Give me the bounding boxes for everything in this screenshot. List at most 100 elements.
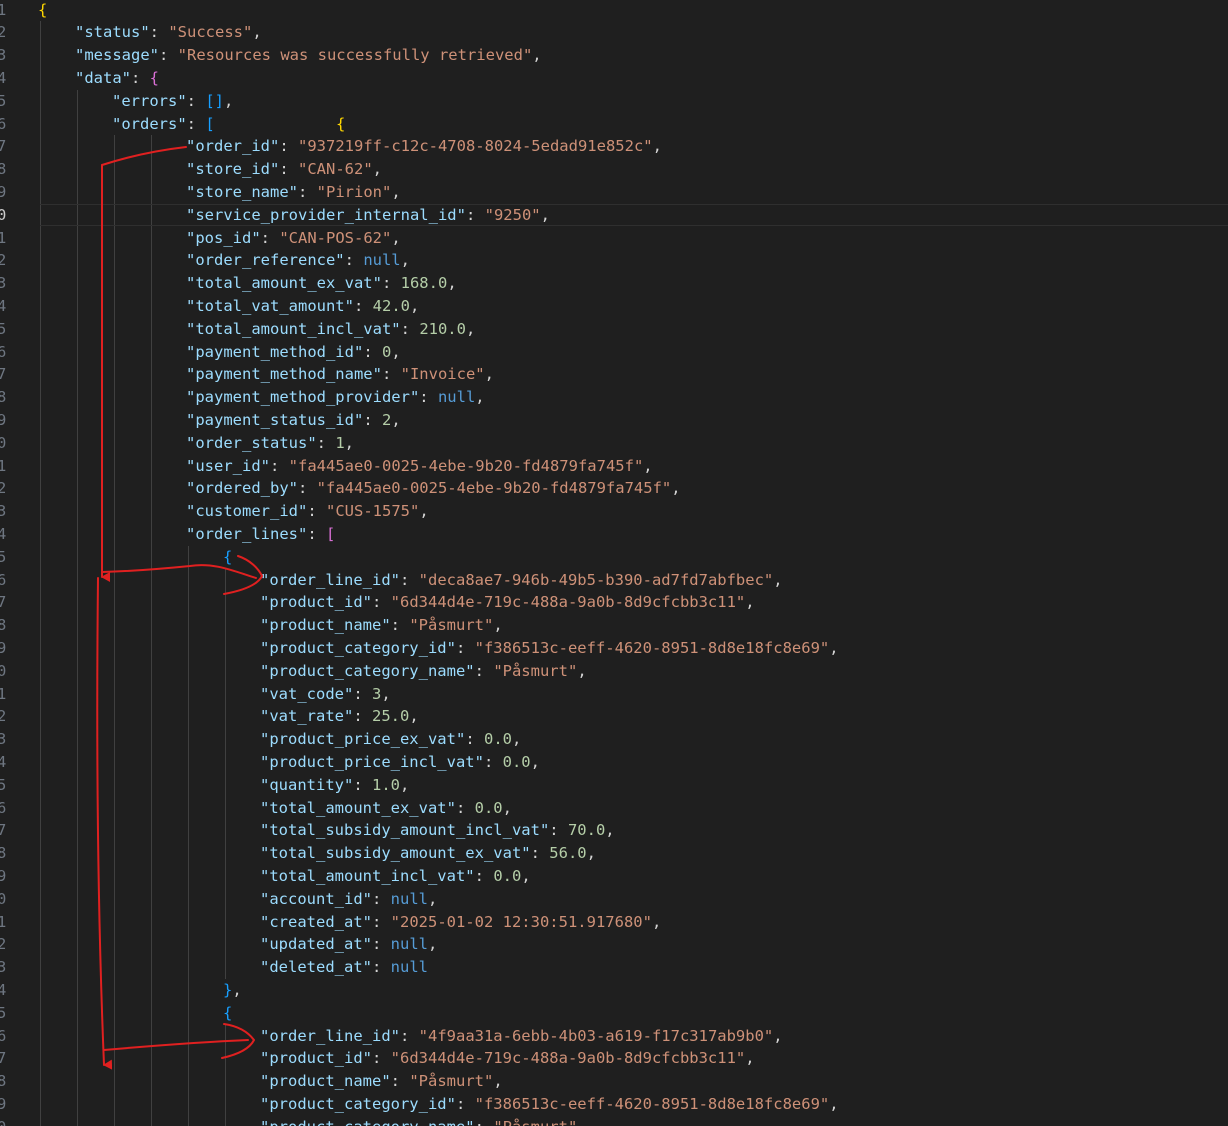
code-token: , [651,912,662,931]
code-token: 2 [381,410,392,429]
code-token: { [223,547,233,566]
code-token: "CUS-1575" [326,502,420,521]
code-token: null [390,889,428,908]
line-number: 5 [0,319,7,338]
code-line[interactable]: 2"order_reference": null, [0,249,1228,272]
code-line[interactable]: 2"vat_rate": 25.0, [0,705,1228,728]
code-text: "product_category_id": "f386513c-eeff-46… [260,637,839,660]
code-line[interactable]: 6"order_line_id": "4f9aa31a-6ebb-4b03-a6… [0,1025,1228,1048]
code-line[interactable]: 8"product_name": "Påsmurt", [0,614,1228,637]
code-line[interactable]: 6"payment_method_id": 0, [0,341,1228,364]
code-line[interactable]: 4"product_price_incl_vat": 0.0, [0,751,1228,774]
code-line[interactable]: 3"customer_id": "CUS-1575", [0,500,1228,523]
code-token: , [427,889,438,908]
code-text: "payment_method_provider": null, [186,386,485,409]
code-text: "product_category_name": "Påsmurt" [260,1116,577,1126]
code-line[interactable]: 2"ordered_by": "fa445ae0-0025-4ebe-9b20-… [0,477,1228,500]
code-line[interactable]: 7"payment_method_name": "Invoice", [0,363,1228,386]
code-token: null [390,935,428,954]
indent-guide [114,135,115,1126]
code-line[interactable]: 2"updated_at": null, [0,933,1228,956]
line-number: 8 [0,388,7,407]
code-line[interactable]: 7"product_id": "6d344d4e-719c-488a-9a0b-… [0,591,1228,614]
code-line[interactable]: 8"total_subsidy_amount_ex_vat": 56.0, [0,842,1228,865]
code-token: "user_id" [186,456,270,475]
code-line[interactable]: 9"payment_status_id": 2, [0,409,1228,432]
line-number: 9 [0,866,7,885]
code-line[interactable]: 0"product_category_name": "Påsmurt", [0,660,1228,683]
code-text: "pos_id": "CAN-POS-62", [186,227,401,250]
code-line[interactable]: 9"total_amount_incl_vat": 0.0, [0,865,1228,888]
code-text: "orders": [ { [112,113,345,136]
code-line[interactable]: 3"deleted_at": null [0,956,1228,979]
code-line[interactable]: 0"account_id": null, [0,888,1228,911]
code-token: , [829,1094,839,1113]
code-line[interactable]: 9"product_category_id": "f386513c-eeff-4… [0,1093,1228,1116]
code-token: "created_at" [260,912,372,931]
code-line[interactable]: 3"total_amount_ex_vat": 168.0, [0,272,1228,295]
code-line[interactable]: 6"orders": [ { [0,113,1228,136]
code-line[interactable]: 5"quantity": 1.0, [0,774,1228,797]
code-line[interactable]: 1 "pos_id": "CAN-POS-62", [0,227,1228,250]
code-token: null [390,958,428,977]
code-line[interactable]: 6"total_amount_ex_vat": 0.0, [0,797,1228,820]
code-line[interactable]: 5"errors": [], [0,90,1228,113]
code-token: , [419,502,429,521]
code-line[interactable]: 0"service_provider_internal_id": "9250", [0,203,1228,227]
code-line[interactable]: 9"product_category_id": "f386513c-eeff-4… [0,637,1228,660]
code-token: : [399,570,419,589]
code-text: "payment_status_id": 2, [186,409,401,432]
code-line[interactable]: 9"store_name": "Pirion", [0,181,1228,204]
code-token: : [371,912,391,931]
code-text: "total_amount_incl_vat": 210.0, [186,318,475,341]
code-line[interactable]: 3"message": "Resources was successfully … [0,44,1228,67]
code-line[interactable]: 1{ [0,0,1228,21]
code-line[interactable]: 8"store_id": "CAN-62", [0,158,1228,181]
code-line[interactable]: 6"order_line_id": "deca8ae7-946b-49b5-b3… [0,569,1228,592]
code-line[interactable]: 5{ [0,1002,1228,1025]
code-token: , [773,570,783,589]
code-token: "2025-01-02 12:30:51.917680" [390,912,652,931]
code-token: "product_category_id" [260,638,456,657]
code-line[interactable]: 3"product_price_ex_vat": 0.0, [0,728,1228,751]
code-line[interactable]: 5{ [0,546,1228,569]
code-token: "pos_id" [186,228,261,247]
code-line[interactable]: 4"total_vat_amount": 42.0, [0,295,1228,318]
code-line[interactable]: 1"created_at": "2025-01-02 12:30:51.9176… [0,911,1228,934]
code-line[interactable]: 7"order_id": "937219ff-c12c-4708-8024-5e… [0,135,1228,158]
code-text: "created_at": "2025-01-02 12:30:51.91768… [260,911,661,934]
code-line[interactable]: 4}, [0,979,1228,1002]
code-token: , [532,46,542,65]
code-token: 0.0 [493,866,522,885]
code-token: "CAN-POS-62" [279,228,392,247]
code-text: "quantity": 1.0, [260,774,409,797]
line-number: 8 [0,160,7,179]
line-number: 1 [0,228,7,247]
code-token: : [344,251,364,270]
line-number: 6 [0,1026,7,1045]
line-number: 1 [0,456,7,475]
code-line[interactable]: 8 "payment_method_provider": null, [0,386,1228,409]
code-line[interactable]: 8"product_name": "Påsmurt", [0,1070,1228,1093]
code-line[interactable]: 1"vat_code": 3, [0,683,1228,706]
code-token: : [455,798,475,817]
line-number: 3 [0,730,7,749]
code-token: , [502,798,512,817]
code-line[interactable]: 5 "total_amount_incl_vat": 210.0, [0,318,1228,341]
code-line[interactable]: 0"product_category_name": "Påsmurt" [0,1116,1228,1126]
code-line[interactable]: 4"order_lines": [ [0,523,1228,546]
code-token: , [671,479,681,498]
line-number: 2 [0,251,7,270]
line-number: 2 [0,23,7,42]
code-line[interactable]: 4"data": { [0,67,1228,90]
code-line[interactable]: 1"user_id": "fa445ae0-0025-4ebe-9b20-fd4… [0,455,1228,478]
code-text: "vat_code": 3, [260,683,391,706]
code-line[interactable]: 7"product_id": "6d344d4e-719c-488a-9a0b-… [0,1047,1228,1070]
code-line[interactable]: 2"status": "Success", [0,21,1228,44]
line-number: 8 [0,844,7,863]
code-line[interactable]: 0"order_status": 1, [0,432,1228,455]
code-token: "order_line_id" [260,1026,400,1045]
code-token: } [223,980,233,999]
code-line[interactable]: 7"total_subsidy_amount_incl_vat": 70.0, [0,819,1228,842]
